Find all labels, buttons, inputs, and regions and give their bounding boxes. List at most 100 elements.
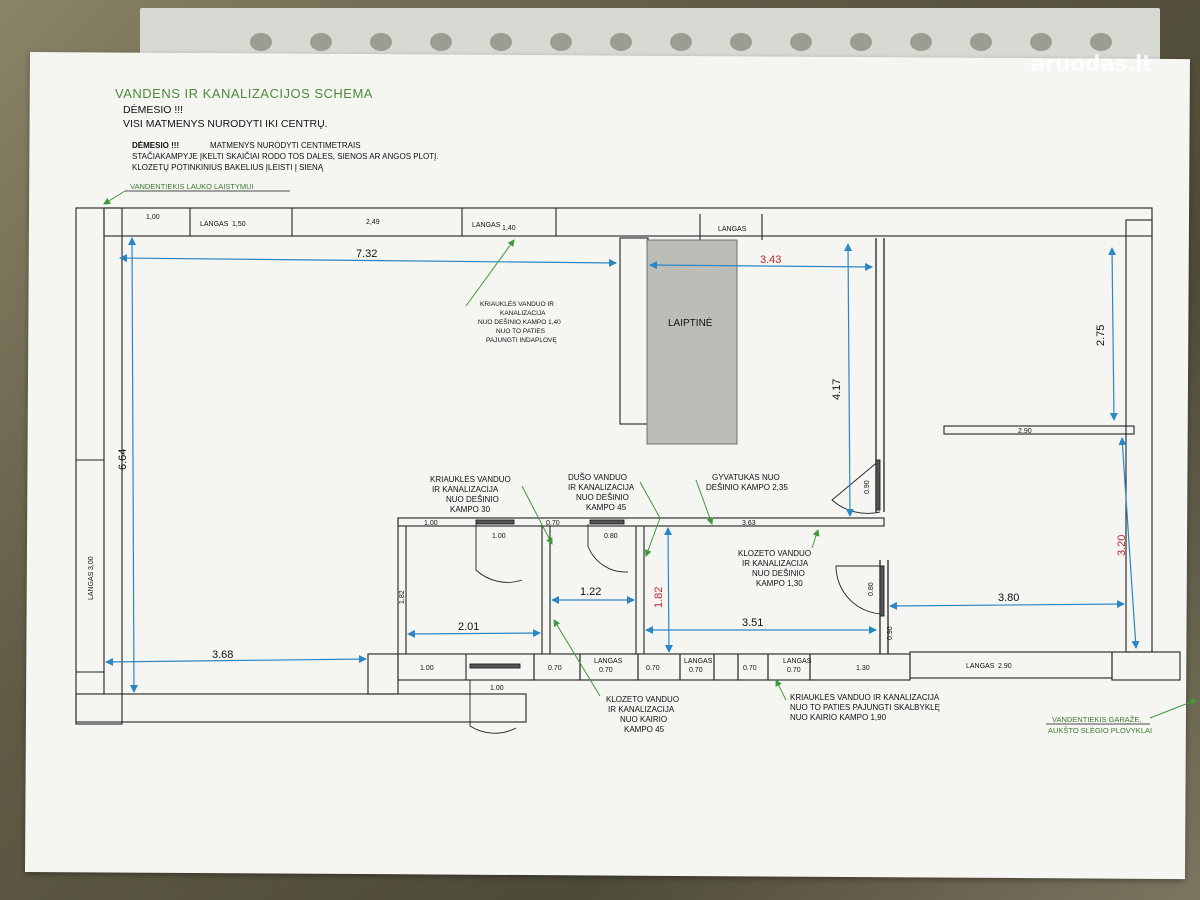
dim-label: 4.17 [831,379,843,400]
wall-label: 2,49 [366,219,380,226]
shower-note: NUO DEŠINIO [576,493,629,502]
dim-line-182 [664,527,673,653]
dimension-lines [105,237,1140,693]
stairwell [646,239,738,445]
kitchen-arrow [465,239,515,307]
toilet-2-note: NUO DEŠINIO [752,569,805,578]
dim-label: 2.75 [1095,325,1107,346]
kitchen-sink-note: KRIAUKLĖS VANDUO IR [480,299,554,308]
attention-label: DĖMESIO !!! [123,103,183,116]
dim-label: 1.82 [653,587,665,608]
shower-note: IR KANALIZACIJA [568,483,635,492]
sink-1-arrow [521,485,553,545]
window-label: LANGAS [684,658,713,665]
wall-label: 1.82 [399,590,406,604]
wall-label: 0.70 [546,520,560,527]
wall-label: 3.63 [742,520,756,527]
punch-hole [610,33,632,51]
garage-water-arrow [1149,698,1197,719]
toilet-1-note: IR KANALIZACIJA [608,705,675,714]
window-label: LANGAS [718,226,747,233]
right-wall [1125,219,1153,653]
toilet-2-arrow [811,529,820,549]
punch-hole [490,33,512,51]
wall-label: 1.00 [424,520,438,527]
heater-note: GYVATUKAS NUO [712,473,780,482]
wall-label: 0.70 [548,665,562,672]
all-dims-note: VISI MATMENYS NURODYTI IKI CENTRŲ. [123,118,328,130]
rect-note: STAČIAKAMPYJE ĮKELTI SKAIČIAI RODO TOS D… [132,152,439,161]
door-width: 0.80 [604,533,618,540]
punch-hole [370,33,392,51]
window-width: 0.70 [689,667,703,674]
shower-note: KAMPO 45 [586,503,627,512]
window-label: LANGAS [783,658,812,665]
sink-2-note: NUO TO PATIES PAJUNGTI SKALBYKLĘ [790,703,940,712]
entry-door [469,680,517,734]
kitchen-sink-note: PAJUNGTI INDAPLOVĘ [486,337,557,344]
window-label: LANGAS [966,663,995,670]
toilet-1-note: KAMPO 45 [624,725,665,734]
heater-arrow [695,479,714,525]
dimension-labels: 7.32 3.43 2.75 6.64 4.17 3.20 3.68 2.01 … [117,248,1128,661]
dim-line-275 [1108,247,1118,421]
wall-label: 0.70 [743,665,757,672]
shower-note: DUŠO VANDUO [568,473,627,482]
dim-label: 3.68 [212,649,233,661]
punch-hole [970,33,992,51]
window-label: LANGAS [472,222,501,229]
wall-labels: 1,00 LANGAS 1,50 2,49 LANGAS 1,40 LANGAS… [88,214,1032,692]
bath-door-2 [587,524,629,573]
left-window-label: LANGAS [88,571,95,600]
wall-label: 0.70 [646,665,660,672]
sink-1-note: IR KANALIZACIJA [432,485,499,494]
toilet-2-note: IR KANALIZACIJA [742,559,809,568]
cm-note: MATMENYS NURODYTI CENTIMETRAIS [210,141,361,150]
shower-arrow [644,517,661,557]
top-wall [103,207,1153,237]
wall-label: 1,00 [146,214,160,221]
site-watermark: aruodas.lt [1030,52,1152,77]
punch-hole [850,33,872,51]
dim-label: 3.20 [1116,535,1128,556]
bottom-wall-left [75,693,527,723]
dim-line-380 [889,600,1125,610]
dim-label: 7.32 [356,248,377,260]
dim-label: 6.64 [117,449,129,470]
toilet-1-note: NUO KAIRIO [620,715,667,724]
plumbing-notes: KRIAUKLĖS VANDUO IR KANALIZACIJA NUO DEŠ… [430,239,1197,735]
window-label: LANGAS [594,658,623,665]
kitchen-sink-note: NUO TO PATIES [496,328,546,335]
door-width: 0.90 [864,480,871,494]
bedroom-door [831,459,881,514]
punch-hole [670,33,692,51]
wall-label: 1.00 [420,665,434,672]
stairwell-label: LAIPTINĖ [668,316,713,329]
dim-line-732 [119,254,617,267]
dim-label: 3.43 [760,254,781,266]
outdoor-water-note: VANDENTIEKIS LAUKO LAISTYMUI [130,182,254,191]
left-window-width: 3,00 [88,556,95,570]
sink-1-note: NUO DEŠINIO [446,495,499,504]
plan-title: VANDENS IR KANALIZACIJOS SCHEMA [115,86,373,101]
sink-1-note: KRIAUKLĖS VANDUO [430,475,511,484]
sink-2-note: KRIAUKLĖS VANDUO IR KANALIZACIJA [790,693,940,702]
toilet-note: KLOZETŲ POTINKINIUS BAKELIUS ĮLEISTI Į S… [132,163,324,172]
walls [75,207,1181,725]
door-width: 0.80 [868,582,875,596]
toilet-1-arrow [553,619,601,697]
window-label: LANGAS [200,221,229,228]
partition-label: 2.90 [1018,428,1032,435]
door-label: 1.00 [490,685,504,692]
dim-label: 3.80 [998,592,1019,604]
wall-label: 1.30 [856,665,870,672]
punch-hole [430,33,452,51]
outdoor-water-arrow [103,190,126,205]
kitchen-sink-note: KANALIZACIJA [500,310,546,317]
door-width: 0.90 [887,626,894,640]
dim-line-320 [1118,437,1140,649]
dim-line-368 [105,655,367,666]
garage-water-note: VANDENTIEKIS GARAŽE, [1052,715,1141,724]
window-width: 2.90 [998,663,1012,670]
